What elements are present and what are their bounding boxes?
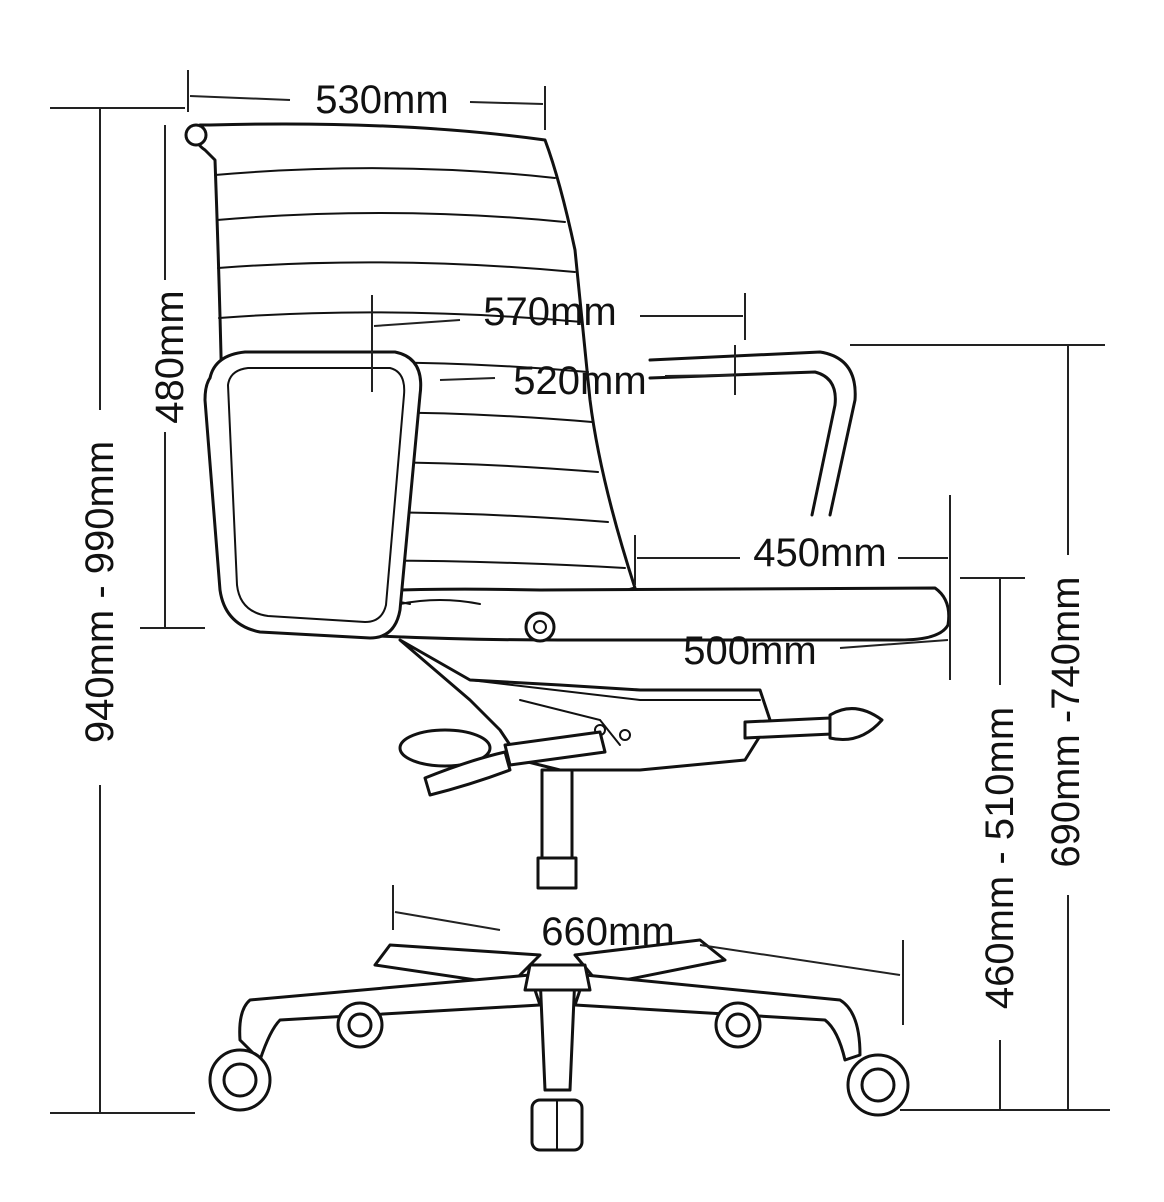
gas-column: [540, 768, 574, 862]
overall-height-label: 940mm - 990mm: [78, 441, 122, 743]
armrest-pivot: [524, 611, 556, 643]
base-diameter-label: 660mm: [541, 910, 674, 954]
seat-width-label: 500mm: [683, 629, 816, 673]
casters: [208, 1001, 910, 1152]
overall-width-label: 570mm: [483, 290, 616, 334]
dimension-lines: [50, 70, 1110, 1114]
left-armrest: [203, 350, 423, 640]
right-lever-knob: [828, 707, 884, 741]
inner-width-label: 520mm: [513, 359, 646, 403]
left-lever: [503, 730, 607, 767]
right-lever: [743, 716, 834, 740]
dimension-labels: 530mm 570mm 520mm 450mm 500mm 660mm 480m…: [78, 78, 1088, 1009]
seat-depth-label: 450mm: [753, 531, 886, 575]
armrest-height-label: 690mm -740mm: [1044, 576, 1088, 867]
backrest-width-label: 530mm: [315, 78, 448, 122]
star-base: [238, 938, 862, 1092]
right-armrest: [648, 350, 857, 517]
left-armrest-inner: [226, 367, 406, 624]
gas-column-sleeve: [536, 856, 578, 890]
backrest: [194, 122, 637, 622]
tilt-mechanism: [398, 638, 772, 772]
left-lever-knob: [398, 728, 492, 768]
backrest-height-label: 480mm: [148, 290, 192, 423]
chair-drawing: [184, 122, 951, 1152]
backrest-top-knob: [184, 123, 208, 147]
seat-height-label: 460mm - 510mm: [978, 707, 1022, 1009]
